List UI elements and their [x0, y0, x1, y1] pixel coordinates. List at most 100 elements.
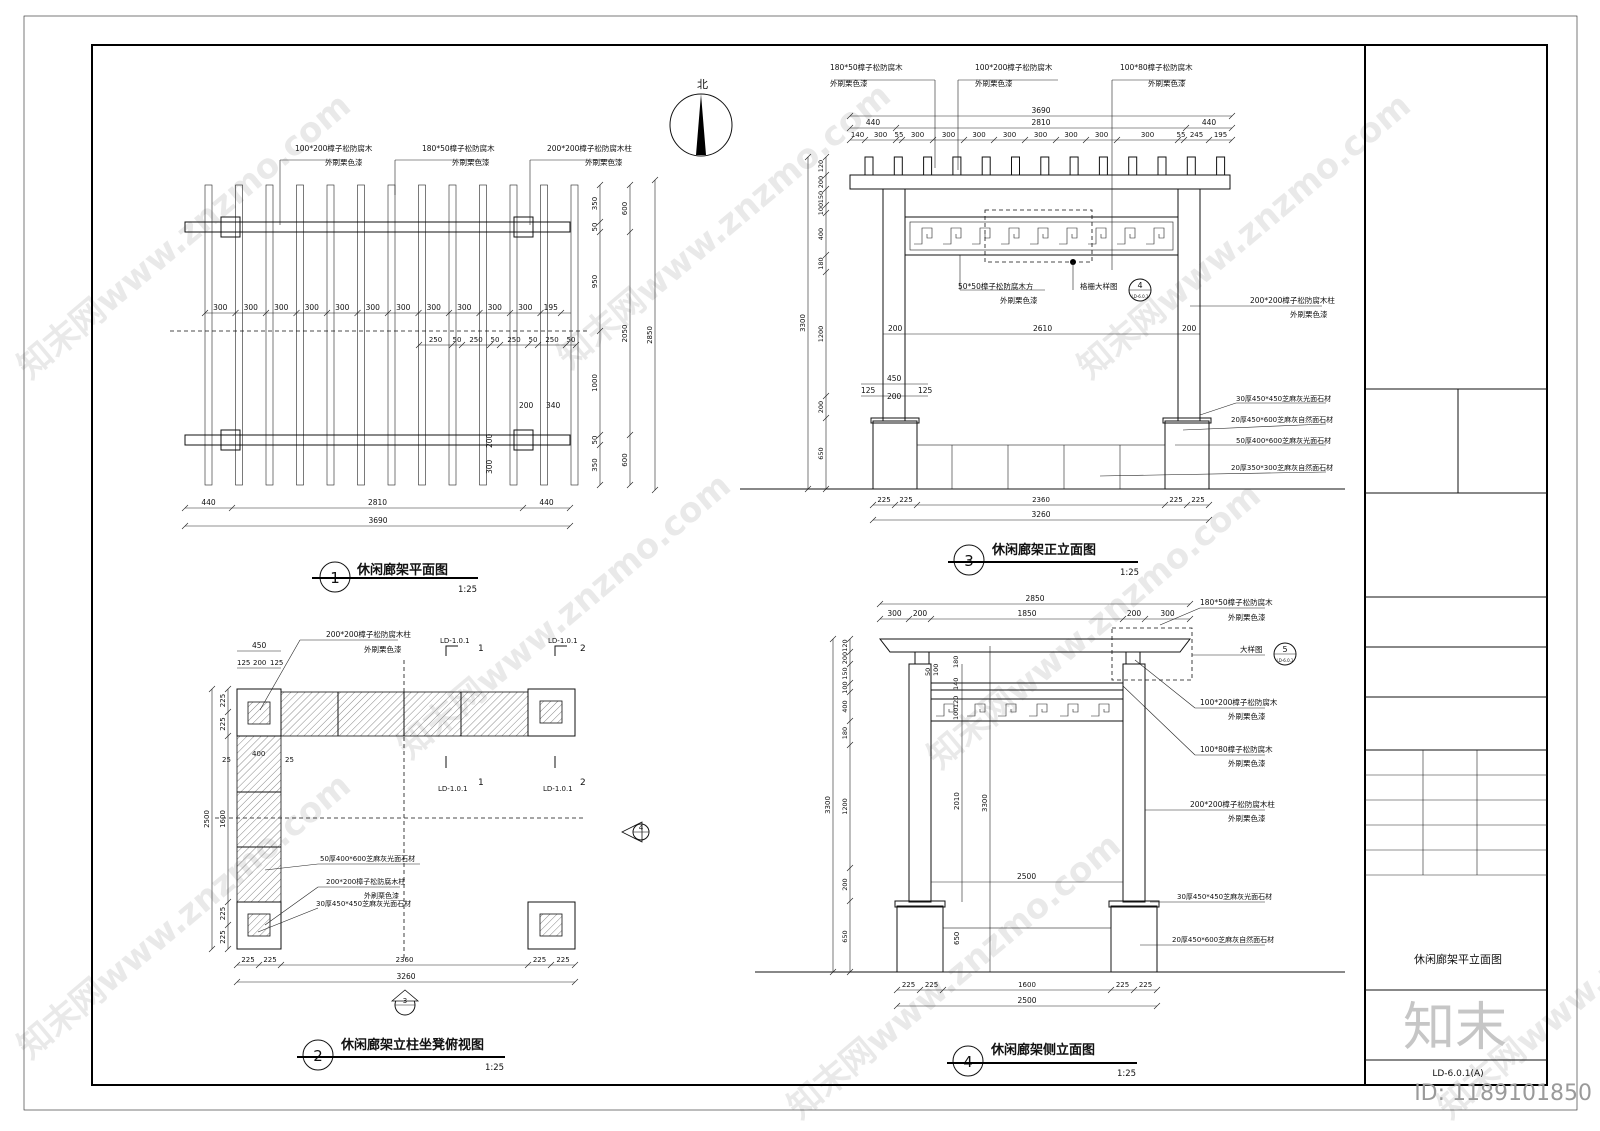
dim-tick [415, 309, 422, 317]
dim-text: 3300 [799, 314, 807, 332]
dim-text: 300 [911, 131, 924, 139]
dim-tick [224, 685, 232, 693]
dim-text: 225 [902, 981, 915, 989]
dim-tick [822, 185, 830, 193]
dim-text: 300 [887, 609, 902, 618]
lattice-motif [1059, 227, 1078, 245]
drawing-name: 休闲廊架平立面图 [1414, 952, 1502, 966]
dim-tick [898, 136, 906, 144]
bench-base [236, 688, 282, 737]
front-label: 外刷栗色漆 [1000, 295, 1038, 305]
dim-text: 120 [817, 160, 825, 172]
watermark: 知末网www.znzmo.com [780, 825, 1129, 1127]
view-number-circle [302, 1039, 334, 1071]
dim-text: 450 [252, 641, 267, 650]
dim-text: 200 [817, 401, 825, 413]
dim-text: 300 [1141, 131, 1154, 139]
plan-post [513, 429, 534, 451]
bench-plan-view: 200*200樟子松防腐木柱 外刷栗色漆 50厚400*600芝麻灰光面石材 2… [203, 629, 650, 1073]
view-title: 休闲廊架立柱坐凳俯视图 [340, 1037, 484, 1053]
dim-text: 300 [942, 131, 955, 139]
dim-text: 50 [591, 436, 599, 445]
dim-text: 225 [263, 956, 276, 964]
dim-tick [262, 309, 270, 317]
dim-tick [1153, 1002, 1161, 1010]
dim-tick [384, 309, 392, 317]
watermark: 知末网www.znzmo.com [10, 85, 359, 387]
dim-text: 2500 [1017, 872, 1036, 881]
dim-tick [596, 441, 604, 449]
dim-tick [1228, 124, 1236, 132]
dim-text: 100 [817, 203, 825, 215]
marker-number: 3 [403, 997, 407, 1005]
dim-text: 440 [1202, 118, 1217, 127]
side-lattice [936, 703, 1110, 717]
dim-tick [869, 501, 877, 509]
lattice-motif [972, 227, 991, 245]
dim-text: 1600 [1018, 981, 1036, 989]
dim-tick [927, 615, 935, 623]
dim-tick [1119, 615, 1127, 623]
dim-tick [201, 309, 209, 317]
dim-text: 600 [621, 453, 629, 466]
view-number-circle [952, 1045, 984, 1077]
dim-tick [846, 717, 854, 725]
dim-text: 300 [1160, 609, 1175, 618]
plan-rafter [296, 184, 304, 486]
dim-text: 55 [1177, 131, 1186, 139]
plan-post [220, 216, 241, 238]
side-base-right [1110, 905, 1158, 973]
plan-rafter [540, 184, 548, 486]
inner-frame [91, 44, 1548, 1086]
watermark: 知末网www.znzmo.com [550, 75, 899, 377]
dim-tick [960, 136, 968, 144]
dim-text: 200 [888, 324, 903, 333]
dim-text: 600 [621, 202, 629, 215]
section-number: 2 [580, 778, 586, 788]
dim-tick [1153, 986, 1161, 994]
lattice-motif [1001, 227, 1020, 245]
dim-tick [893, 1002, 901, 1010]
dim-tick [181, 504, 189, 512]
view-scale: 1:25 [1117, 1069, 1136, 1079]
side-post-left [908, 663, 932, 903]
view-title: 休闲廊架正立面图 [991, 542, 1096, 558]
detail-number: 4 [1137, 281, 1142, 290]
plan-beam-bottom [184, 434, 571, 446]
dim-text: 650 [953, 932, 961, 945]
bench-left [236, 735, 282, 903]
bench-label: 外刷栗色漆 [364, 891, 399, 900]
dim-text: 200 [1127, 609, 1142, 618]
plan-rafter [387, 184, 396, 486]
dim-text: 225 [1139, 981, 1152, 989]
dim-text: 225 [877, 496, 890, 504]
dim-tick [1107, 986, 1115, 994]
dim-text: 400 [252, 750, 265, 758]
dim-tick [804, 485, 812, 493]
dim-text: 3260 [1031, 510, 1050, 519]
front-rafter-end [1186, 156, 1196, 176]
dim-tick [506, 309, 514, 317]
dim-tick [534, 341, 542, 349]
dim-tick [846, 897, 854, 905]
dim-text: 200 [913, 609, 928, 618]
dim-text: 180 [817, 257, 825, 269]
dim-tick [571, 978, 579, 986]
dim-text: 2610 [1033, 324, 1052, 333]
dim-text: 225 [241, 956, 254, 964]
detail-callout-box [1111, 627, 1193, 681]
dim-tick [916, 986, 924, 994]
plan-rafter [357, 184, 365, 486]
dim-tick [1186, 600, 1194, 608]
dim-tick [1174, 136, 1182, 144]
section-ref: LD-1.0.1 [440, 637, 470, 645]
dim-text: 245 [1190, 131, 1203, 139]
dim-tick [626, 228, 634, 236]
plan-rafter [235, 184, 243, 486]
dim-tick [537, 309, 544, 317]
dim-text: 440 [866, 118, 881, 127]
dim-text: 250 [545, 336, 558, 344]
